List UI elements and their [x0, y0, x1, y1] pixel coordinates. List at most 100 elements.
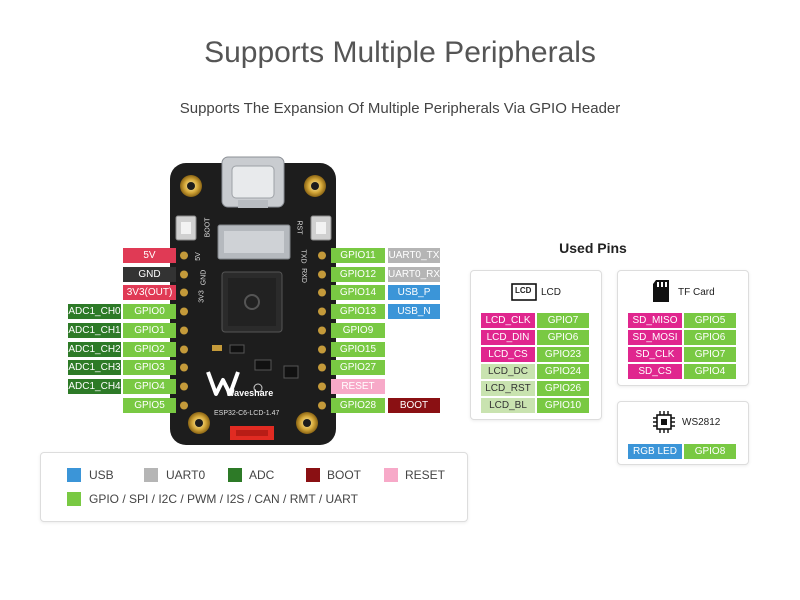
legend-swatch-gpio: [67, 492, 81, 506]
silk-gnd: GND: [200, 269, 208, 286]
left-pin-adc1-ch4: ADC1_CH4: [68, 379, 121, 394]
used-pin-gpio26-value: GPIO26: [537, 381, 589, 396]
sd-card-icon: [653, 280, 669, 302]
ws2812-card-title: WS2812: [682, 417, 721, 428]
tf-card-title: TF Card: [678, 287, 715, 298]
left-pin-5v: 5V: [123, 248, 176, 263]
header-hole-icon: [180, 345, 188, 354]
used-pin-gpio8-value: GPIO8: [684, 444, 736, 459]
header-hole-icon: [318, 382, 326, 391]
header-hole-icon: [318, 326, 326, 335]
right-pin-usb-n: USB_N: [388, 304, 440, 319]
right-pin-uart0-rx: UART0_RX: [388, 267, 440, 282]
header-hole-icon: [180, 270, 188, 279]
header-hole-icon: [318, 288, 326, 297]
header-hole-icon: [318, 363, 326, 372]
used-pin-lcd-cs: LCD_CS: [481, 347, 535, 362]
used-pins-title: Used Pins: [559, 240, 627, 256]
legend-swatch-uart: [144, 468, 158, 482]
lcd-icon: [511, 283, 537, 301]
header-hole-icon: [180, 382, 188, 391]
right-pin-usb-p: USB_P: [388, 285, 440, 300]
left-pin-gpio5: GPIO5: [123, 398, 176, 413]
used-pin-gpio7-value: GPIO7: [684, 347, 736, 362]
header-hole-icon: [180, 326, 188, 335]
header-hole-icon: [180, 251, 188, 260]
left-pin-gpio3: GPIO3: [123, 360, 176, 375]
used-pin-lcd-dc: LCD_DC: [481, 364, 535, 379]
used-pin-lcd-clk: LCD_CLK: [481, 313, 535, 328]
silk-boot: BOOT: [204, 217, 212, 238]
header-hole-icon: [180, 363, 188, 372]
right-pin-gpio27: GPIO27: [331, 360, 385, 375]
right-pin-gpio12: GPIO12: [331, 267, 385, 282]
chip-icon: [653, 411, 675, 433]
board-model: ESP32-C6-LCD-1.47: [214, 410, 280, 417]
header-hole-icon: [318, 345, 326, 354]
header-hole-icon: [180, 307, 188, 316]
header-hole-icon: [318, 251, 326, 260]
used-pin-sd-clk: SD_CLK: [628, 347, 682, 362]
used-pin-gpio24-value: GPIO24: [537, 364, 589, 379]
right-pin-gpio13: GPIO13: [331, 304, 385, 319]
used-pin-gpio10-value: GPIO10: [537, 398, 589, 413]
legend-gpio: GPIO / SPI / I2C / PWM / I2S / CAN / RMT…: [89, 492, 358, 506]
used-pin-lcd-rst: LCD_RST: [481, 381, 535, 396]
header-hole-icon: [318, 307, 326, 316]
right-pin-gpio14: GPIO14: [331, 285, 385, 300]
left-pin-gpio2: GPIO2: [123, 342, 176, 357]
used-pin-gpio23-value: GPIO23: [537, 347, 589, 362]
left-pin-adc1-ch1: ADC1_CH1: [68, 323, 121, 338]
lcd-icon-text: LCD: [515, 286, 532, 295]
board-brand: Waveshare: [226, 388, 274, 398]
used-pin-gpio6-value: GPIO6: [684, 330, 736, 345]
header-hole-icon: [180, 288, 188, 297]
left-pin-adc1-ch0: ADC1_CH0: [68, 304, 121, 319]
used-pin-gpio5-value: GPIO5: [684, 313, 736, 328]
legend-boot: BOOT: [327, 468, 362, 482]
legend-adc: ADC: [249, 468, 275, 482]
waveshare-logo-icon: [206, 371, 240, 396]
used-pin-sd-cs: SD_CS: [628, 364, 682, 379]
right-pin-gpio15: GPIO15: [331, 342, 385, 357]
left-pin-gpio4: GPIO4: [123, 379, 176, 394]
used-pin-sd-mosi: SD_MOSI: [628, 330, 682, 345]
legend: USB UART0 ADC BOOT RESET GPIO / SPI / I2…: [40, 452, 468, 522]
used-pin-sd-miso: SD_MISO: [628, 313, 682, 328]
lcd-card-title: LCD: [541, 287, 562, 298]
silk-rst: RST: [295, 220, 303, 235]
legend-reset: RESET: [405, 468, 446, 482]
left-pin-gpio1: GPIO1: [123, 323, 176, 338]
used-pin-lcd-bl: LCD_BL: [481, 398, 535, 413]
right-pin-boot: BOOT: [388, 398, 440, 413]
left-pin-adc1-ch2: ADC1_CH2: [68, 342, 121, 357]
page-title: Supports Multiple Peripherals: [204, 36, 596, 69]
left-pin-adc1-ch3: ADC1_CH3: [68, 360, 121, 375]
used-pin-gpio4-value: GPIO4: [684, 364, 736, 379]
used-pin-rgb-led: RGB LED: [628, 444, 682, 459]
silk-3v3: 3V3: [198, 290, 206, 303]
header-hole-icon: [318, 270, 326, 279]
header-hole-icon: [180, 401, 188, 410]
silk-rxd: RXD: [299, 268, 307, 283]
legend-swatch-usb: [67, 468, 81, 482]
right-pin-uart0-tx: UART0_TX: [388, 248, 440, 263]
right-pin-gpio9: GPIO9: [331, 323, 385, 338]
legend-uart: UART0: [166, 468, 206, 482]
left-pin-gpio0: GPIO0: [123, 304, 176, 319]
used-pin-gpio6-value: GPIO6: [537, 330, 589, 345]
right-pin-gpio11: GPIO11: [331, 248, 385, 263]
silk-txd: TXD: [299, 249, 307, 264]
left-pin-3v3-out-: 3V3(OUT): [123, 285, 176, 300]
legend-swatch-adc: [228, 468, 242, 482]
used-pin-gpio7-value: GPIO7: [537, 313, 589, 328]
header-hole-icon: [318, 401, 326, 410]
used-pin-lcd-din: LCD_DIN: [481, 330, 535, 345]
left-pin-gnd: GND: [123, 267, 176, 282]
legend-usb: USB: [89, 468, 114, 482]
legend-swatch-reset: [384, 468, 398, 482]
